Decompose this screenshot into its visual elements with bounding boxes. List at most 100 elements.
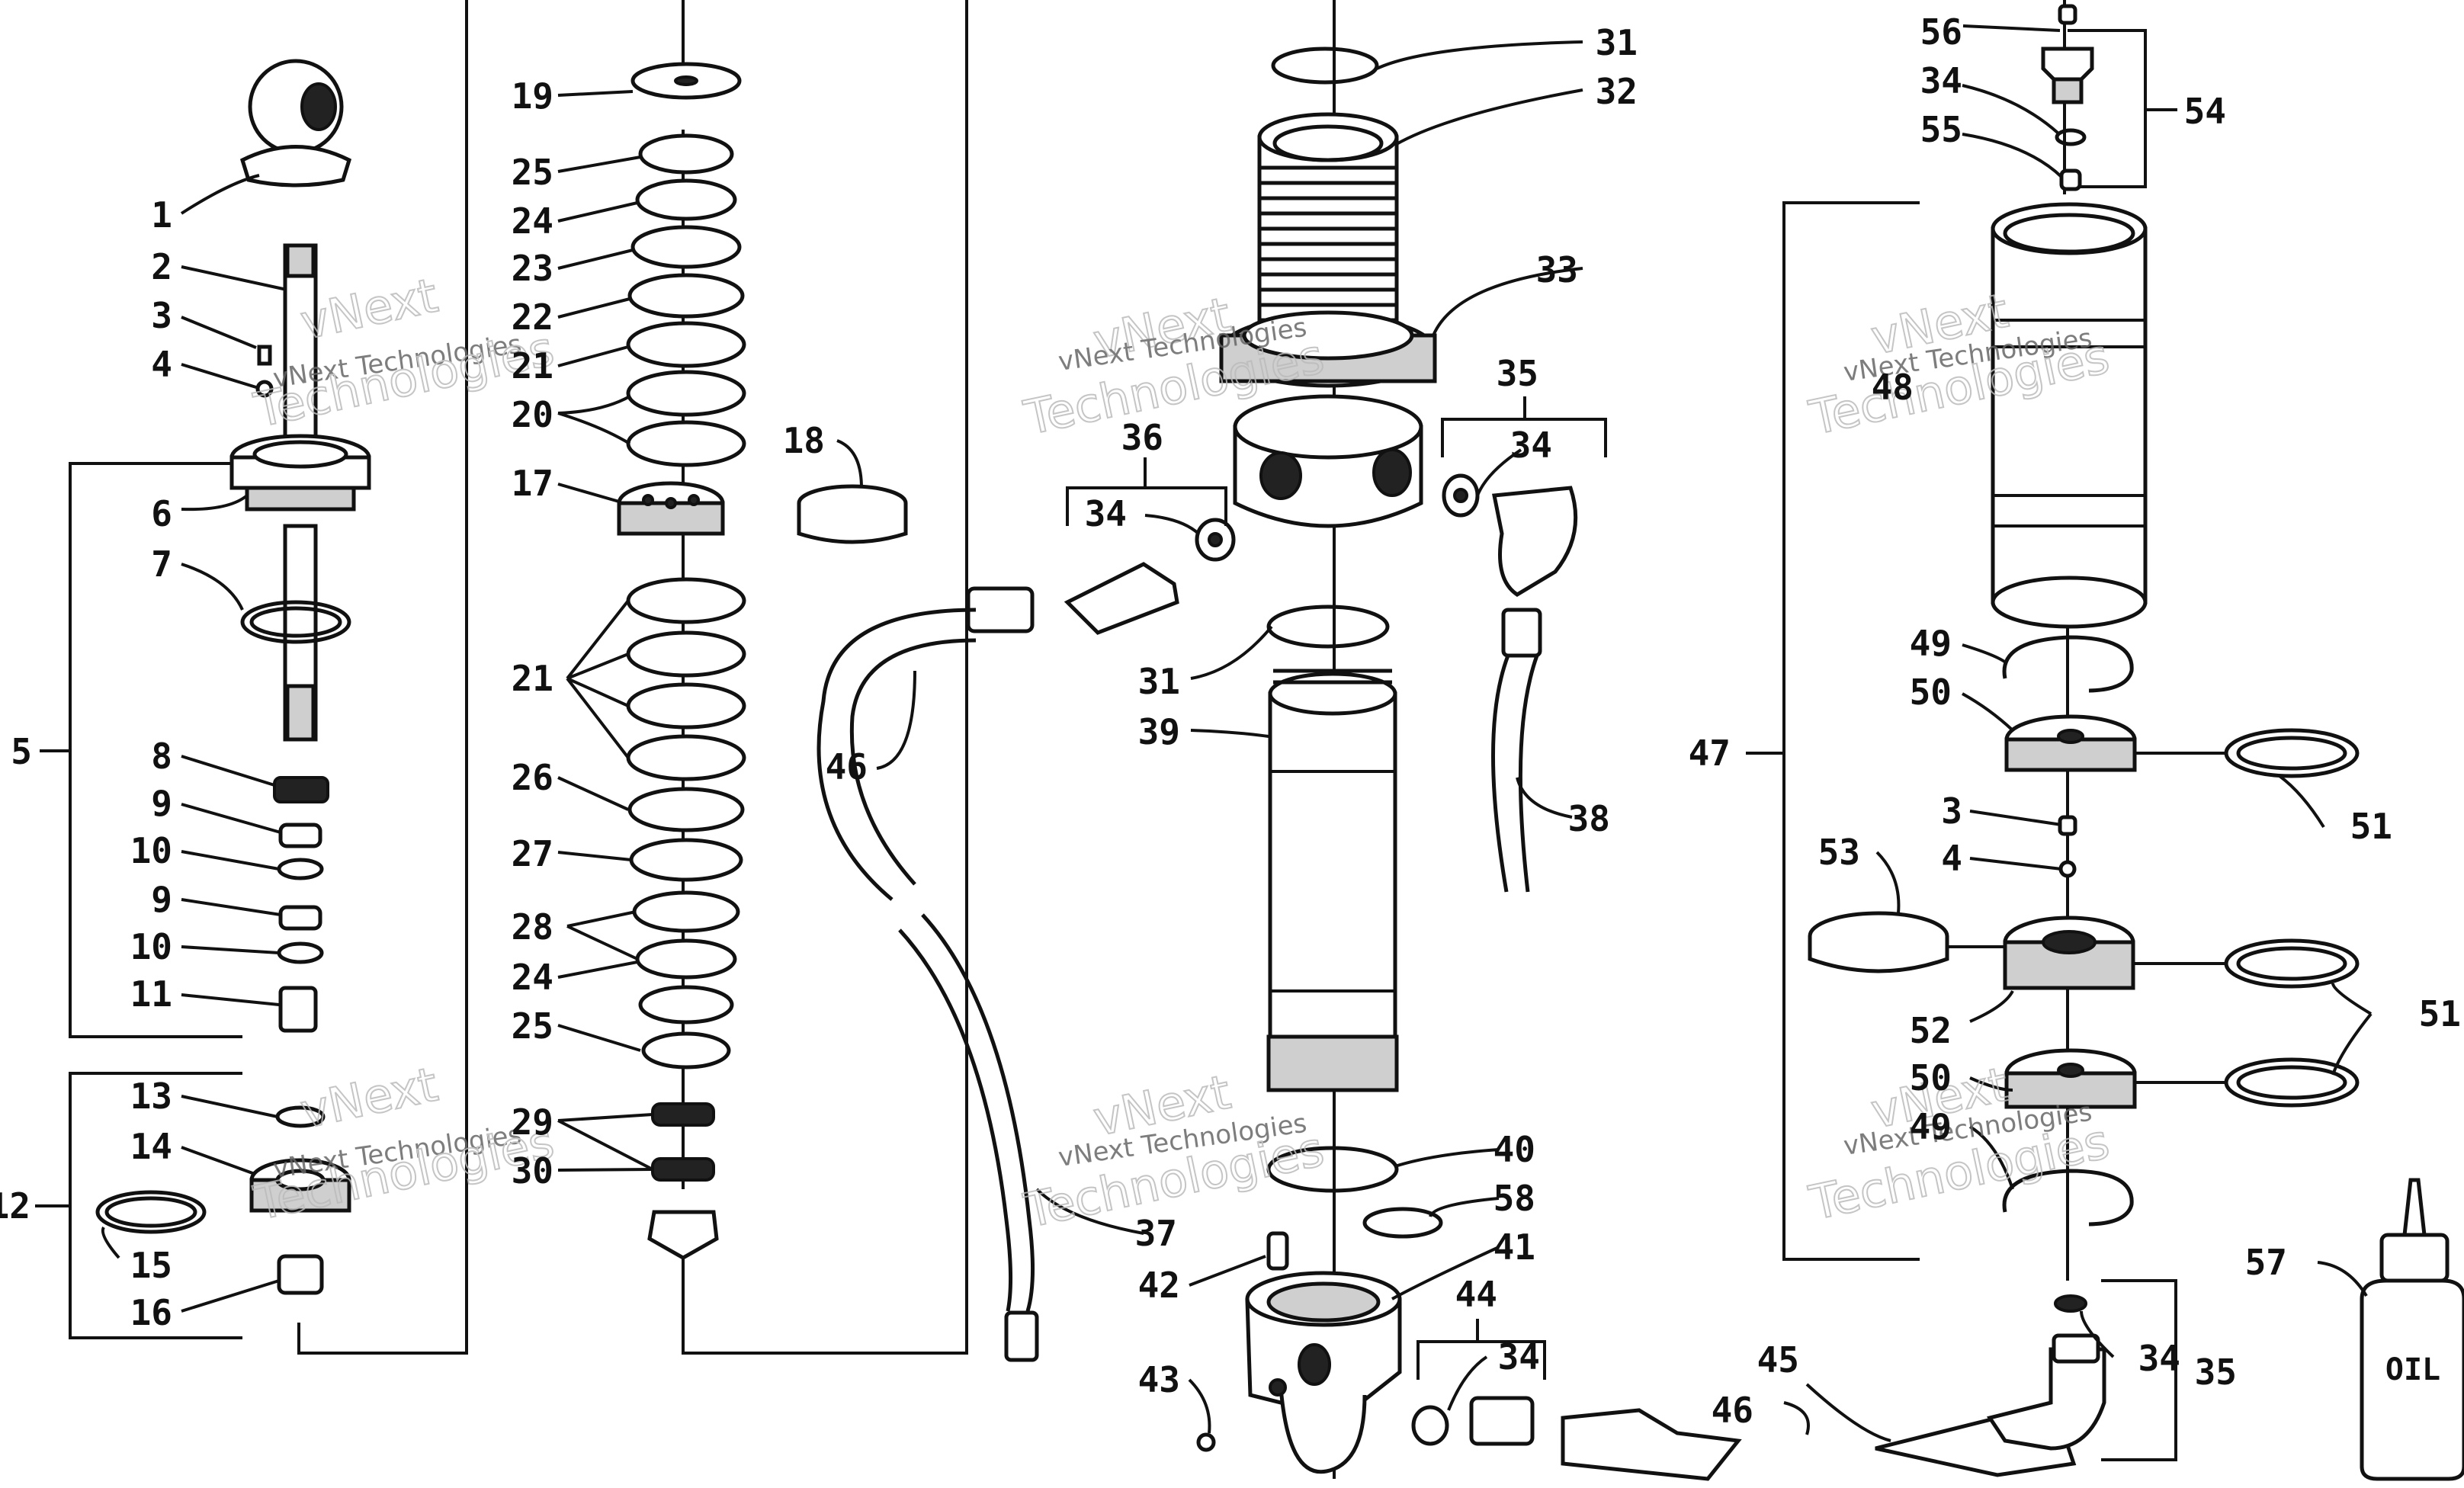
part-shim-discs-upper bbox=[626, 133, 746, 467]
svg-text:vNext: vNext bbox=[296, 1057, 442, 1140]
part-o-ring-40 bbox=[1266, 1146, 1399, 1193]
part-hose-46 bbox=[817, 608, 1039, 1362]
callout-5: 5 bbox=[11, 731, 32, 772]
part-o-ring-15 bbox=[95, 1190, 207, 1234]
callout-34b: 34 bbox=[1085, 493, 1127, 534]
callout-36: 36 bbox=[1121, 417, 1163, 458]
part-washer-34-bottom bbox=[1411, 1405, 1449, 1446]
callout-58: 58 bbox=[1493, 1178, 1535, 1219]
callout-49b: 49 bbox=[1910, 1106, 1952, 1147]
callout-55: 55 bbox=[1920, 109, 1962, 150]
callout-3b: 3 bbox=[1941, 790, 1962, 832]
callout-9b: 9 bbox=[151, 879, 172, 920]
callout-10: 10 bbox=[130, 830, 172, 871]
part-piston-52 bbox=[2003, 916, 2135, 990]
part-screw-3-right bbox=[2058, 815, 2077, 836]
callout-34d: 34 bbox=[1920, 60, 1962, 101]
callout-35: 35 bbox=[1497, 353, 1538, 394]
part-snap-ring-49-bottom bbox=[2002, 1169, 2134, 1227]
callout-20: 20 bbox=[512, 394, 553, 435]
part-pin-42 bbox=[1266, 1231, 1289, 1271]
callout-18: 18 bbox=[783, 420, 825, 461]
callout-16: 16 bbox=[130, 1292, 172, 1333]
callout-54: 54 bbox=[2184, 91, 2226, 132]
callout-12: 12 bbox=[0, 1185, 30, 1227]
callout-1: 1 bbox=[151, 194, 172, 236]
callout-52: 52 bbox=[1910, 1010, 1952, 1051]
callout-9: 9 bbox=[151, 783, 172, 824]
part-snap-ring-49-top bbox=[2002, 635, 2134, 693]
callout-24b: 24 bbox=[512, 957, 553, 998]
callout-3: 3 bbox=[151, 295, 172, 336]
part-end-cap-41 bbox=[1245, 1271, 1402, 1474]
part-washer-34-right-bottom bbox=[2054, 1294, 2087, 1313]
callout-45: 45 bbox=[1757, 1339, 1799, 1381]
part-cap-54 bbox=[2041, 46, 2094, 104]
callout-26: 26 bbox=[512, 757, 553, 798]
callout-19: 19 bbox=[512, 75, 553, 117]
callout-4: 4 bbox=[151, 344, 172, 385]
part-tube-39 bbox=[1266, 669, 1399, 1092]
part-elbow-fitting-35 bbox=[1986, 1333, 2106, 1451]
part-o-ring-34-top bbox=[2055, 128, 2087, 146]
part-valve-55 bbox=[2059, 168, 2082, 191]
callout-11: 11 bbox=[130, 973, 172, 1015]
callout-17: 17 bbox=[512, 463, 553, 504]
part-oil-bottle-57 bbox=[2360, 1178, 2464, 1481]
part-piston-50-bottom bbox=[2004, 1048, 2137, 1109]
callout-33: 33 bbox=[1536, 249, 1578, 290]
callout-32: 32 bbox=[1596, 71, 1638, 112]
part-o-ring-31-mid bbox=[1266, 604, 1390, 649]
callout-31b: 31 bbox=[1138, 661, 1180, 702]
part-nut-33 bbox=[1219, 310, 1437, 388]
part-bushing-16 bbox=[277, 1254, 324, 1295]
callout-8: 8 bbox=[151, 736, 172, 777]
callout-14: 14 bbox=[130, 1126, 172, 1167]
callout-40: 40 bbox=[1493, 1129, 1535, 1170]
callout-27: 27 bbox=[512, 833, 553, 874]
part-cylinder-48 bbox=[1991, 202, 2148, 629]
callout-50: 50 bbox=[1910, 672, 1952, 713]
group-valve-stack bbox=[557, 0, 968, 1355]
callout-29: 29 bbox=[512, 1102, 553, 1143]
callout-57: 57 bbox=[2245, 1242, 2287, 1283]
callout-51: 51 bbox=[2350, 806, 2392, 847]
callout-21: 21 bbox=[512, 345, 553, 386]
callout-25: 25 bbox=[512, 152, 553, 193]
callout-46: 46 bbox=[826, 746, 868, 787]
callout-22: 22 bbox=[512, 297, 553, 338]
callout-46b: 46 bbox=[1712, 1390, 1753, 1431]
part-o-ring bbox=[240, 600, 351, 644]
part-threaded-body-32 bbox=[1257, 112, 1399, 330]
callout-15: 15 bbox=[130, 1245, 172, 1286]
callout-2: 2 bbox=[151, 246, 172, 287]
callout-48: 48 bbox=[1872, 367, 1914, 408]
group-body-reservoir bbox=[817, 0, 2077, 1481]
part-rod-thread-lower bbox=[285, 684, 316, 742]
callout-41: 41 bbox=[1493, 1227, 1535, 1268]
callout-44: 44 bbox=[1455, 1274, 1497, 1315]
callout-6: 6 bbox=[151, 493, 172, 534]
callout-49: 49 bbox=[1910, 623, 1952, 664]
part-elbow-35 bbox=[1492, 486, 1578, 658]
callout-35b: 35 bbox=[2195, 1352, 2237, 1393]
part-piston-17 bbox=[617, 481, 725, 536]
callout-37: 37 bbox=[1135, 1213, 1177, 1254]
callout-38: 38 bbox=[1568, 798, 1610, 839]
callout-39: 39 bbox=[1138, 711, 1180, 752]
callout-24: 24 bbox=[512, 200, 553, 242]
callout-51b: 51 bbox=[2419, 993, 2461, 1034]
part-hose-end-37 bbox=[1004, 1310, 1039, 1362]
part-shim-discs-lower bbox=[626, 577, 746, 1070]
callout-34c: 34 bbox=[1498, 1336, 1540, 1377]
group-reservoir-piston bbox=[1746, 0, 2464, 1481]
callout-28: 28 bbox=[512, 906, 553, 948]
part-seal-head bbox=[229, 434, 371, 512]
part-ball-knob bbox=[239, 59, 352, 188]
part-hose-46-bottom bbox=[1561, 1408, 1742, 1481]
callout-43: 43 bbox=[1138, 1359, 1180, 1400]
part-fitting-36 bbox=[966, 562, 1179, 635]
part-ball-43 bbox=[1196, 1432, 1216, 1452]
